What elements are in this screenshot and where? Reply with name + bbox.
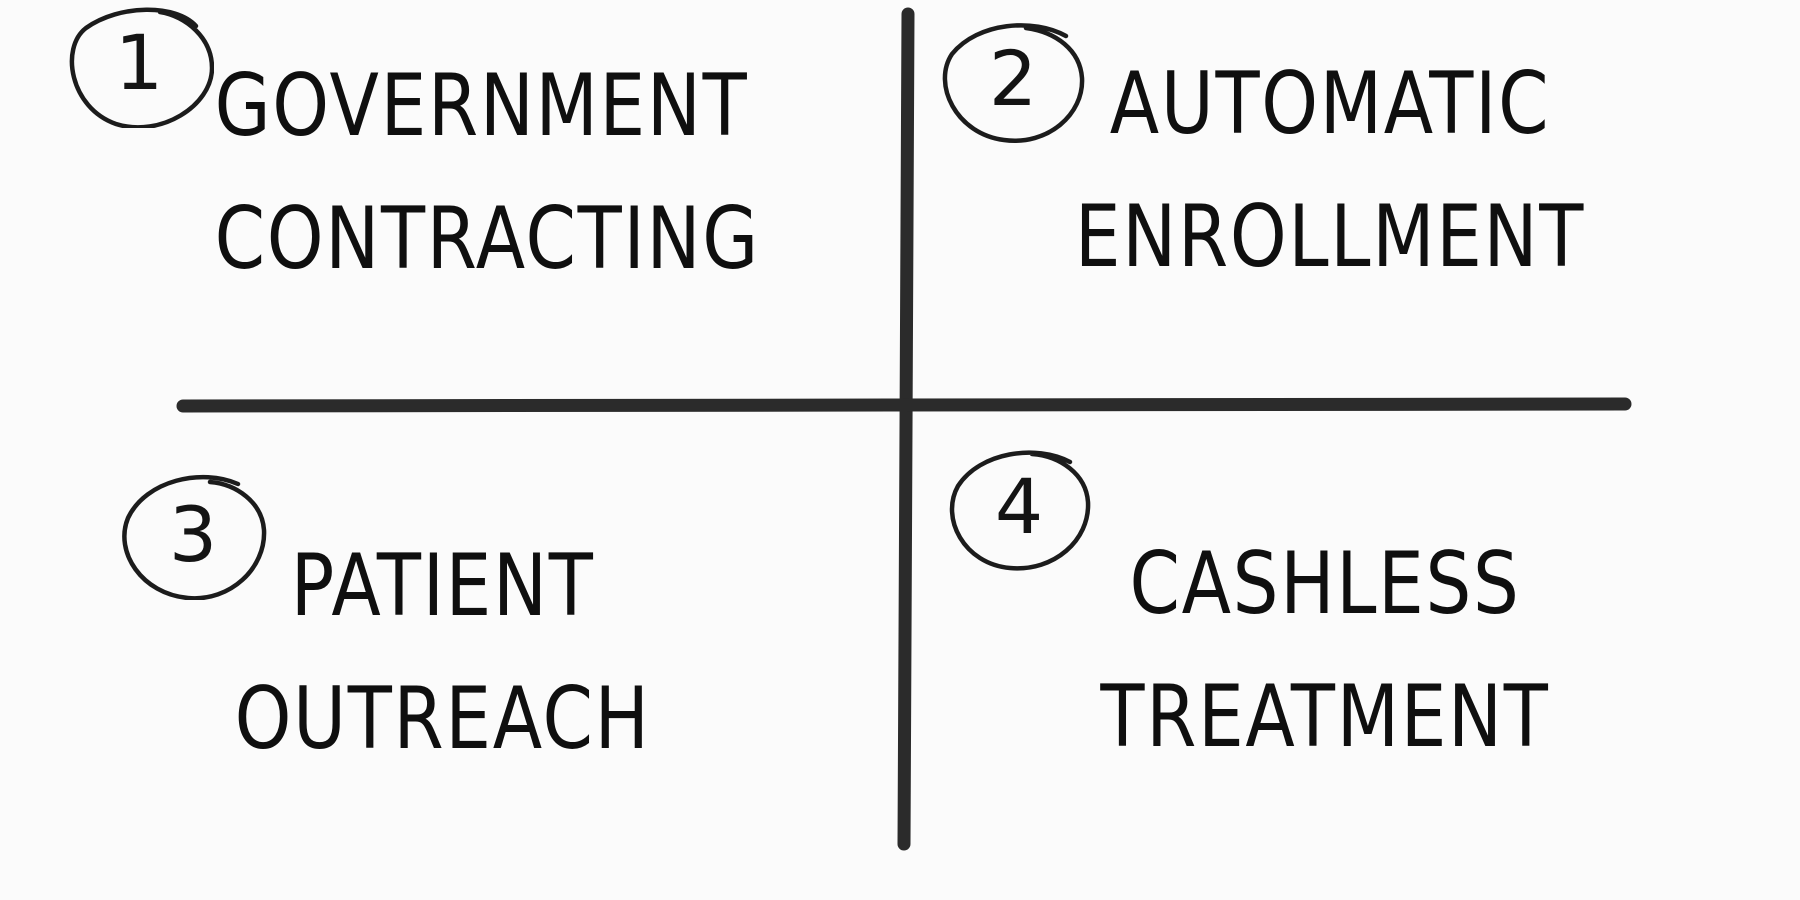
badge-number-4: 4 [994, 462, 1044, 551]
hand-drawn-circle-icon [949, 450, 1091, 571]
hand-drawn-circle-icon [122, 474, 267, 600]
label-3-line2: OUTREACH [234, 669, 651, 770]
label-1-line2: CONTRACTING [214, 189, 760, 290]
hand-drawn-circle-icon [69, 7, 214, 128]
label-4-line1: CASHLESS [1129, 534, 1521, 634]
badge-number-1: 1 [114, 18, 164, 107]
horizontal-divider [176, 397, 1632, 413]
number-badge-3: 3 [118, 470, 268, 600]
badge-number-3: 3 [168, 490, 218, 579]
quadrant-label-3: PATIENT OUTREACH [235, 520, 651, 787]
number-badge-2: 2 [938, 14, 1088, 144]
label-1-line1: GOVERNMENT [214, 56, 749, 156]
badge-number-2: 2 [988, 34, 1038, 123]
quadrant-label-4: CASHLESS TREATMENT [1086, 518, 1565, 785]
vertical-divider [897, 7, 915, 851]
number-badge-1: 1 [64, 0, 214, 128]
hand-drawn-circle-icon [942, 23, 1085, 143]
number-badge-4: 4 [944, 442, 1094, 572]
quadrant-label-2: AUTOMATIC ENROLLMENT [1061, 38, 1599, 305]
label-3-line1: PATIENT [290, 536, 595, 636]
label-2-line1: AUTOMATIC [1109, 54, 1551, 154]
label-4-line2: TREATMENT [1100, 667, 1550, 768]
quadrant-label-1: GOVERNMENT CONTRACTING [214, 40, 760, 307]
label-2-line2: ENROLLMENT [1074, 187, 1586, 288]
